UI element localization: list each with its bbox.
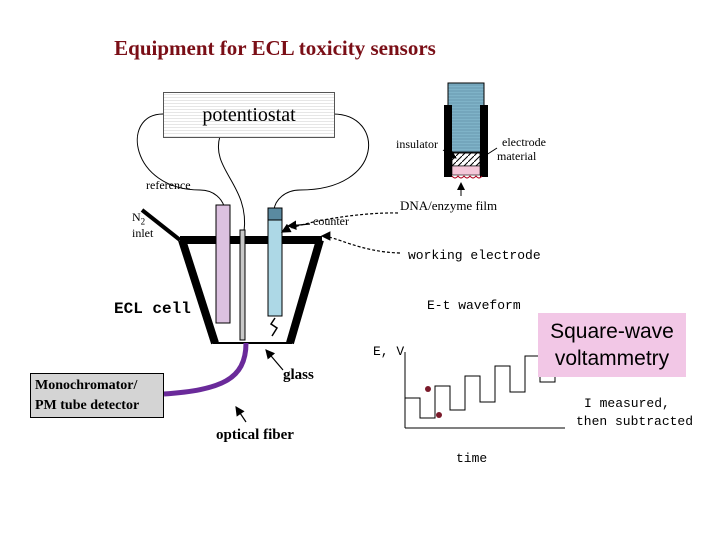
waveform-label: E-t waveform: [427, 298, 521, 313]
square-wave-line-2: voltammetry: [554, 347, 670, 370]
square-wave-box: Square-wave voltammetry: [538, 313, 686, 377]
counter-electrode: [239, 229, 246, 341]
dna-film-label: DNA/enzyme film: [400, 198, 498, 213]
potentiostat-box: potentiostat: [163, 92, 335, 138]
working-electrode-rod: [267, 207, 283, 317]
optical-fiber-label: optical fiber: [216, 427, 294, 443]
insulator-label: insulator: [396, 137, 438, 151]
time-label: time: [456, 451, 488, 466]
wire-mid: [217, 135, 246, 233]
n2-label-text: N: [132, 210, 141, 224]
reference-electrode: [215, 204, 231, 324]
ecl-cell-label: ECL cell: [114, 300, 191, 318]
n2-subscript: 2: [140, 216, 146, 227]
i-measured-label-1: I measured,: [584, 396, 670, 411]
ecl-cell-body: [140, 208, 324, 345]
glass-label: glass: [283, 367, 314, 383]
monochromator-line-1: Monochromator/: [35, 378, 138, 393]
i-measured-label-2: then subtracted: [576, 414, 694, 429]
counter-label: counter: [313, 214, 349, 228]
electrode-material-label-2: material: [497, 149, 537, 163]
inlet-label: inlet: [132, 226, 154, 240]
electrode-material-label-1: electrode: [502, 135, 546, 149]
page-title: Equipment for ECL toxicity sensors: [114, 36, 436, 60]
wire-right: [273, 113, 369, 211]
wire-left: [136, 113, 225, 207]
electrode-detail: [442, 82, 498, 196]
monochromator-line-2: PM tube detector: [35, 398, 140, 413]
square-wave-line-1: Square-wave: [550, 320, 674, 343]
optical-fiber: [163, 342, 249, 397]
n2-label: N2: [132, 210, 145, 226]
reference-label: reference: [146, 178, 191, 192]
e-v-label: E, V: [373, 344, 405, 359]
monochromator-box: Monochromator/ PM tube detector: [30, 373, 164, 418]
working-electrode-label: working electrode: [408, 248, 541, 263]
